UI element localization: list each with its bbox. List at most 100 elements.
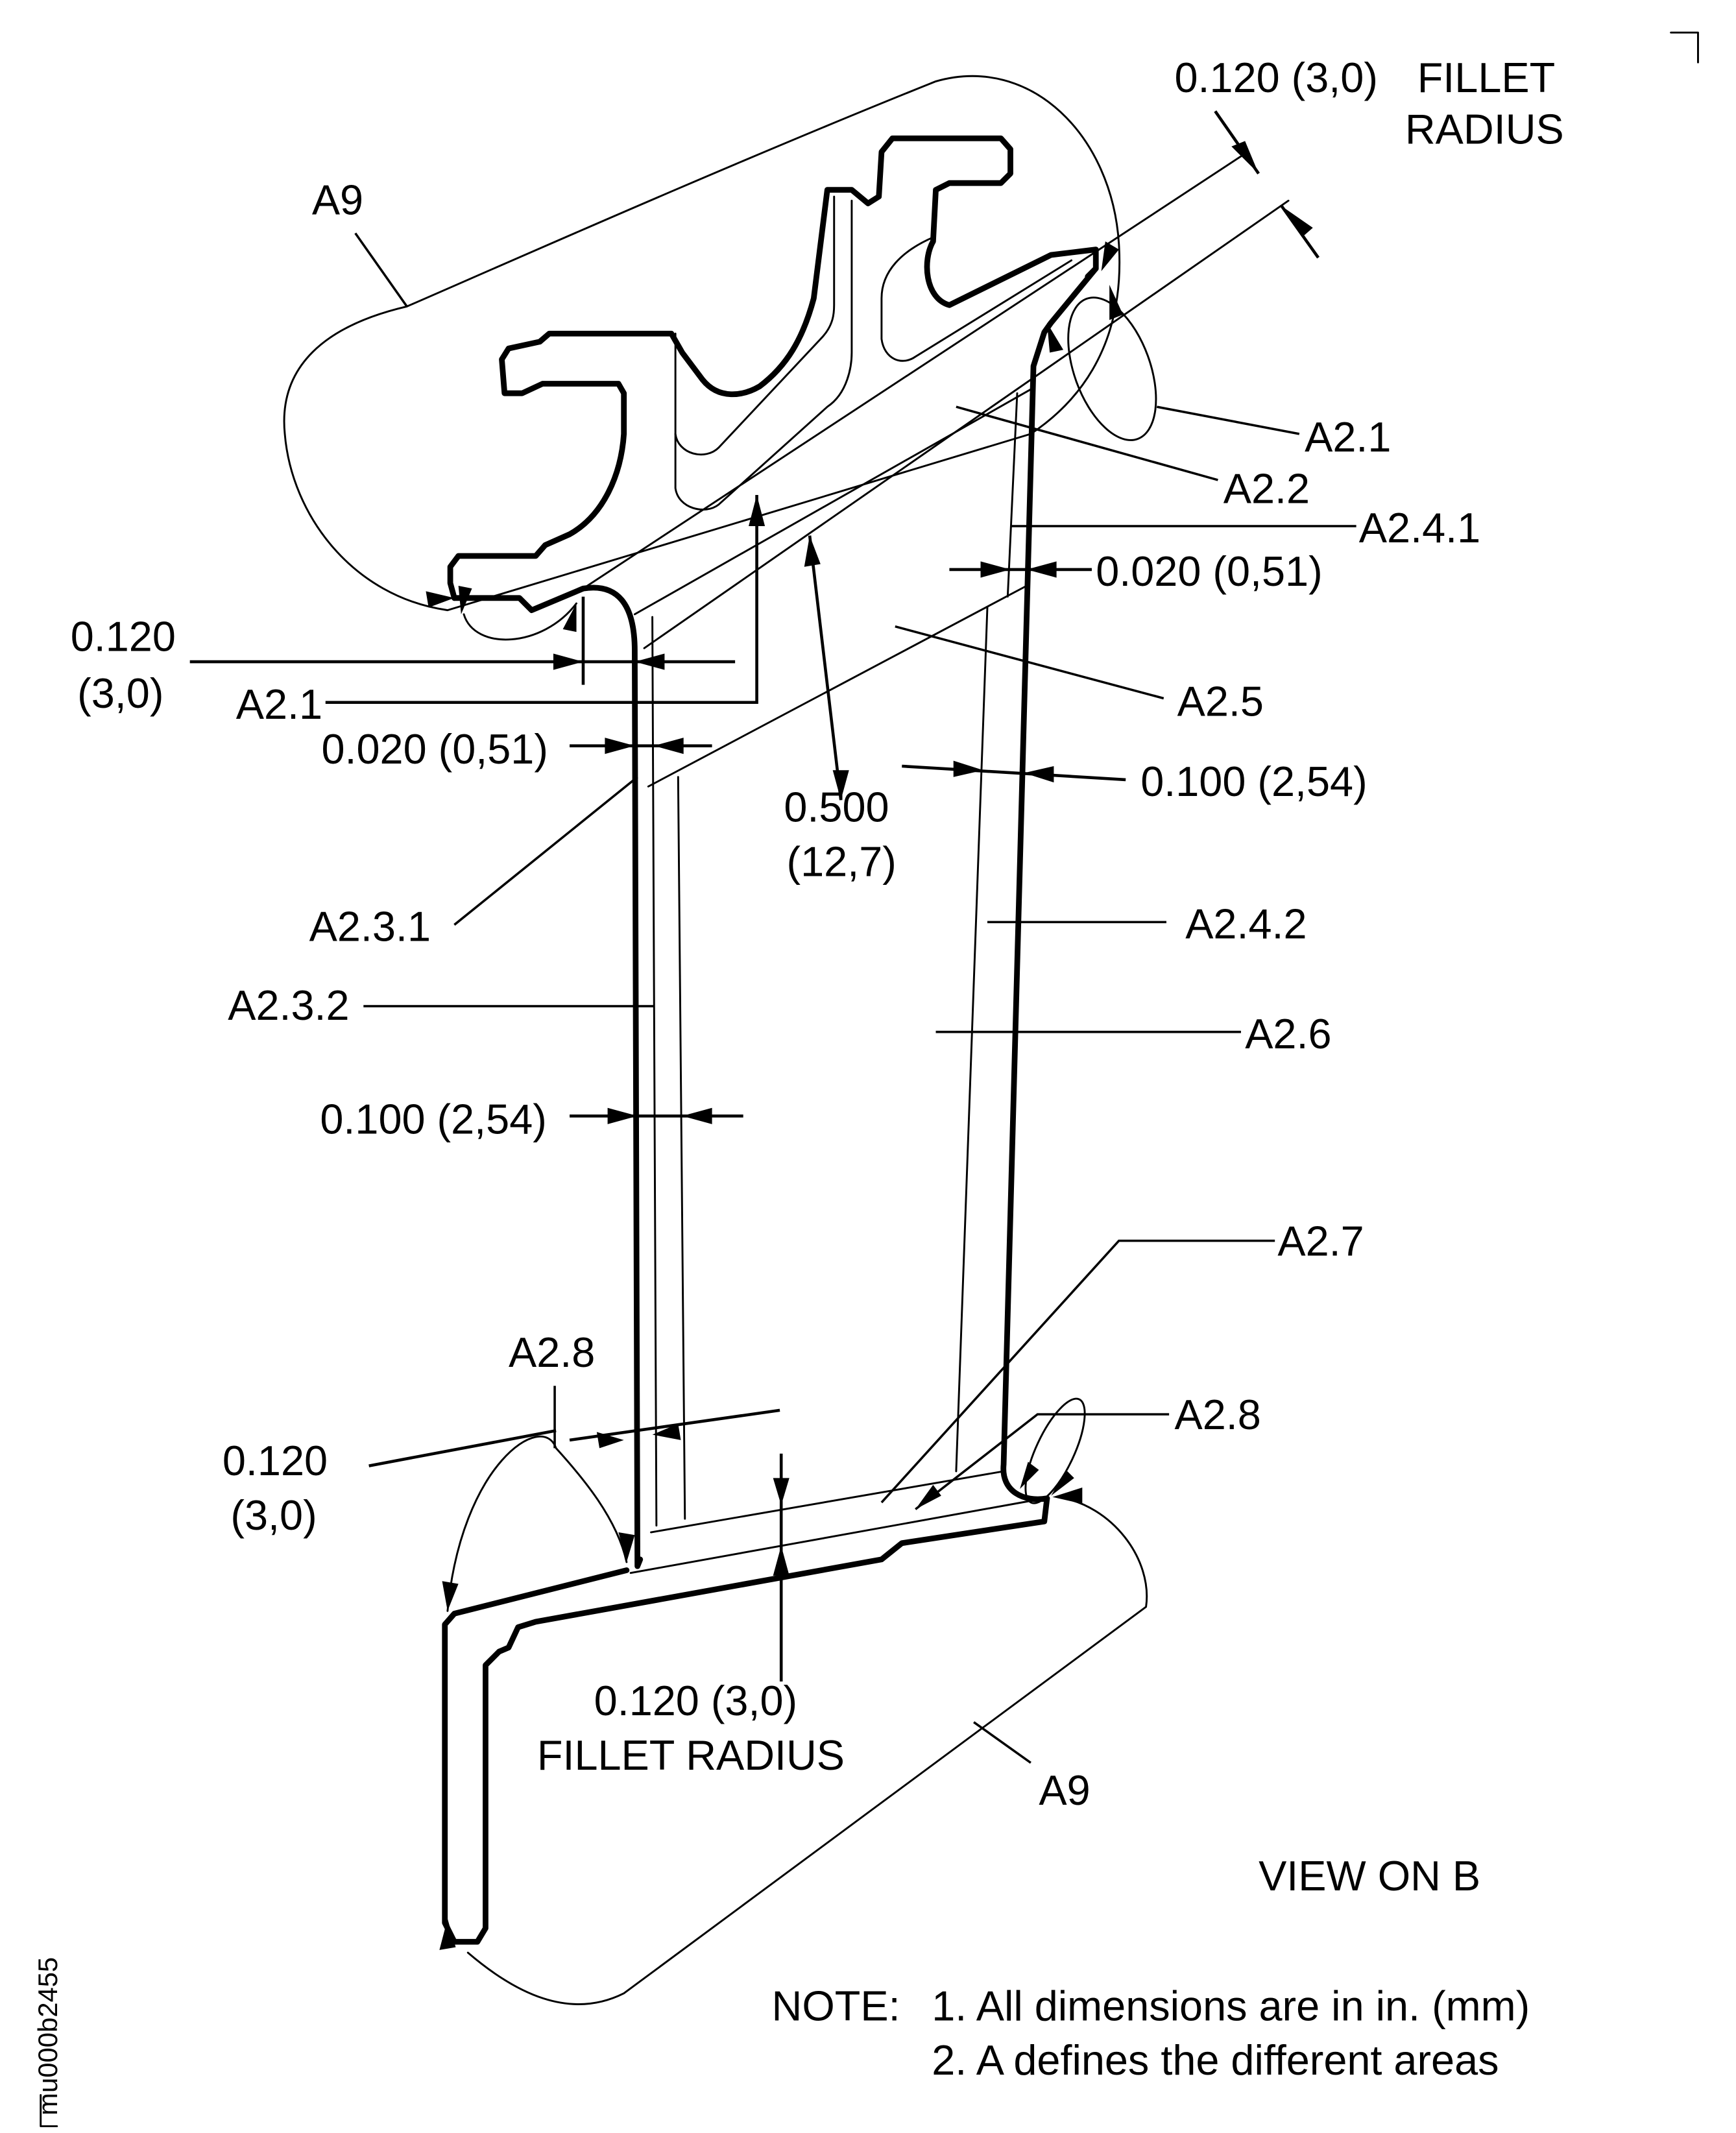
arrowhead xyxy=(1281,206,1313,237)
label-center-500-mm: (12,7) xyxy=(787,838,897,885)
note-item-1: 1. All dimensions are in in. (mm) xyxy=(932,1982,1530,2030)
bottom-platform-profile xyxy=(442,1495,1050,1945)
dim-left-bottom-120 xyxy=(368,1408,780,1467)
label-left-020: 0.020 (0,51) xyxy=(321,725,548,773)
label-a9-top: A9 xyxy=(312,176,363,223)
leader-a2-2 xyxy=(956,405,1218,481)
label-bottom-fillet-words: FILLET RADIUS xyxy=(537,1731,845,1779)
bottom-platform-upper-line xyxy=(650,1470,1005,1534)
leader-a2-7 xyxy=(880,1239,1275,1504)
label-a2-1-left: A2.1 xyxy=(236,681,322,728)
note-item-2: 2. A defines the different areas xyxy=(932,2036,1499,2084)
leader-a2-3-1 xyxy=(453,776,638,926)
leader-a9-top xyxy=(354,232,408,307)
arrowhead xyxy=(1109,284,1124,320)
corner-mark-top-right xyxy=(1670,31,1699,64)
airfoil-top-junction xyxy=(633,387,1035,616)
view-title: VIEW ON B xyxy=(1259,1852,1480,1899)
arrowhead xyxy=(980,561,1011,578)
arrowhead xyxy=(442,1581,459,1611)
arrowhead xyxy=(458,585,472,614)
airfoil-right-inner-1 xyxy=(1006,392,1019,598)
label-a2-2: A2.2 xyxy=(1224,464,1310,512)
label-top-fillet-value: 0.120 (3,0) xyxy=(1174,54,1377,101)
arrowhead xyxy=(773,1545,790,1576)
platform-upper-edge-2 xyxy=(643,199,1290,649)
label-a2-8-left: A2.8 xyxy=(509,1329,595,1376)
arrowhead xyxy=(682,1107,712,1124)
label-top-fillet-word2: RADIUS xyxy=(1405,106,1564,153)
arrowhead xyxy=(1231,141,1259,174)
arrowhead xyxy=(749,494,766,527)
drawing-id-code: mu000b2455 xyxy=(32,1957,63,2115)
label-top-fillet-word1: FILLET xyxy=(1417,54,1555,101)
arrowhead xyxy=(605,738,635,754)
arrowhead xyxy=(607,1107,638,1124)
arrowhead xyxy=(1020,1462,1039,1489)
label-right-020: 0.020 (0,51) xyxy=(1096,548,1322,595)
leader-a2-8-right xyxy=(915,1413,1170,1510)
arrowhead xyxy=(652,1423,681,1440)
bottom-platform-mid-line xyxy=(629,1497,1046,1574)
airfoil-left-inner-2 xyxy=(677,776,686,1520)
label-a2-6: A2.6 xyxy=(1245,1010,1331,1057)
root-inner-line-1 xyxy=(674,195,836,456)
label-left-100: 0.100 (2,54) xyxy=(320,1095,546,1142)
label-left-top-120-mm: (3,0) xyxy=(77,669,163,717)
arrowhead xyxy=(1024,766,1054,783)
label-right-100: 0.100 (2,54) xyxy=(1140,758,1367,805)
arrowhead xyxy=(596,1432,624,1449)
dim-center-500 xyxy=(808,535,843,801)
arrowhead xyxy=(553,653,583,670)
a2-8-right-ellipse xyxy=(1024,1397,1086,1504)
label-a9-bottom: A9 xyxy=(1039,1766,1090,1814)
arrowhead xyxy=(426,591,455,608)
leader-a2-5 xyxy=(895,625,1164,700)
dim-a2-1-leader xyxy=(325,494,758,705)
root-inner-line-3 xyxy=(880,236,1073,362)
a2-8-left-arc xyxy=(446,1435,628,1612)
note-prefix: NOTE: xyxy=(772,1982,900,2030)
arrowhead xyxy=(1026,561,1057,578)
arrowhead xyxy=(562,603,577,633)
arrowhead xyxy=(773,1478,790,1506)
arrowhead xyxy=(1101,241,1119,272)
leader-a9-bottom xyxy=(973,1721,1031,1764)
arrowhead xyxy=(804,535,821,567)
label-left-bottom-120-mm: (3,0) xyxy=(230,1491,317,1539)
dim-right-100 xyxy=(902,764,1126,782)
arrowhead xyxy=(1046,322,1064,353)
arrowhead xyxy=(832,770,849,801)
arrowhead xyxy=(653,738,684,754)
blade-root-profile xyxy=(447,135,1099,601)
arrowhead xyxy=(634,653,665,670)
arrowhead xyxy=(915,1484,941,1510)
airfoil-right-inner-2 xyxy=(955,606,989,1473)
airfoil-left-edge xyxy=(451,584,644,1569)
label-a2-5: A2.5 xyxy=(1177,678,1264,725)
root-inner-line-2 xyxy=(674,199,853,511)
label-a2-3-2: A2.3.2 xyxy=(228,982,349,1029)
arrowhead xyxy=(1052,1488,1083,1504)
corner-mark-bottom-left xyxy=(40,2094,58,2128)
label-center-500-in: 0.500 xyxy=(784,784,889,831)
label-a2-4-1: A2.4.1 xyxy=(1359,504,1480,551)
a9-bottom-zone-outline xyxy=(466,1496,1148,2005)
a9-top-zone-outline xyxy=(283,75,1121,612)
label-a2-1-right: A2.1 xyxy=(1305,413,1391,461)
platform-upper-edge xyxy=(582,151,1249,590)
a2-5-boundary xyxy=(647,584,1028,788)
a2-1-right-ellipse xyxy=(1067,296,1157,441)
airfoil-right-edge xyxy=(1000,265,1099,1502)
leader-a2-1-right xyxy=(1156,405,1300,435)
label-left-top-120-in: 0.120 xyxy=(71,612,176,660)
label-a2-4-2: A2.4.2 xyxy=(1185,900,1307,947)
arrowhead xyxy=(1051,1469,1074,1496)
arrowhead xyxy=(618,1532,635,1562)
label-a2-3-1: A2.3.1 xyxy=(309,903,431,950)
arrowhead xyxy=(439,1918,456,1950)
arrowhead xyxy=(953,760,983,777)
label-left-bottom-120-in: 0.120 xyxy=(223,1437,328,1484)
airfoil-left-inner-1 xyxy=(651,616,658,1527)
